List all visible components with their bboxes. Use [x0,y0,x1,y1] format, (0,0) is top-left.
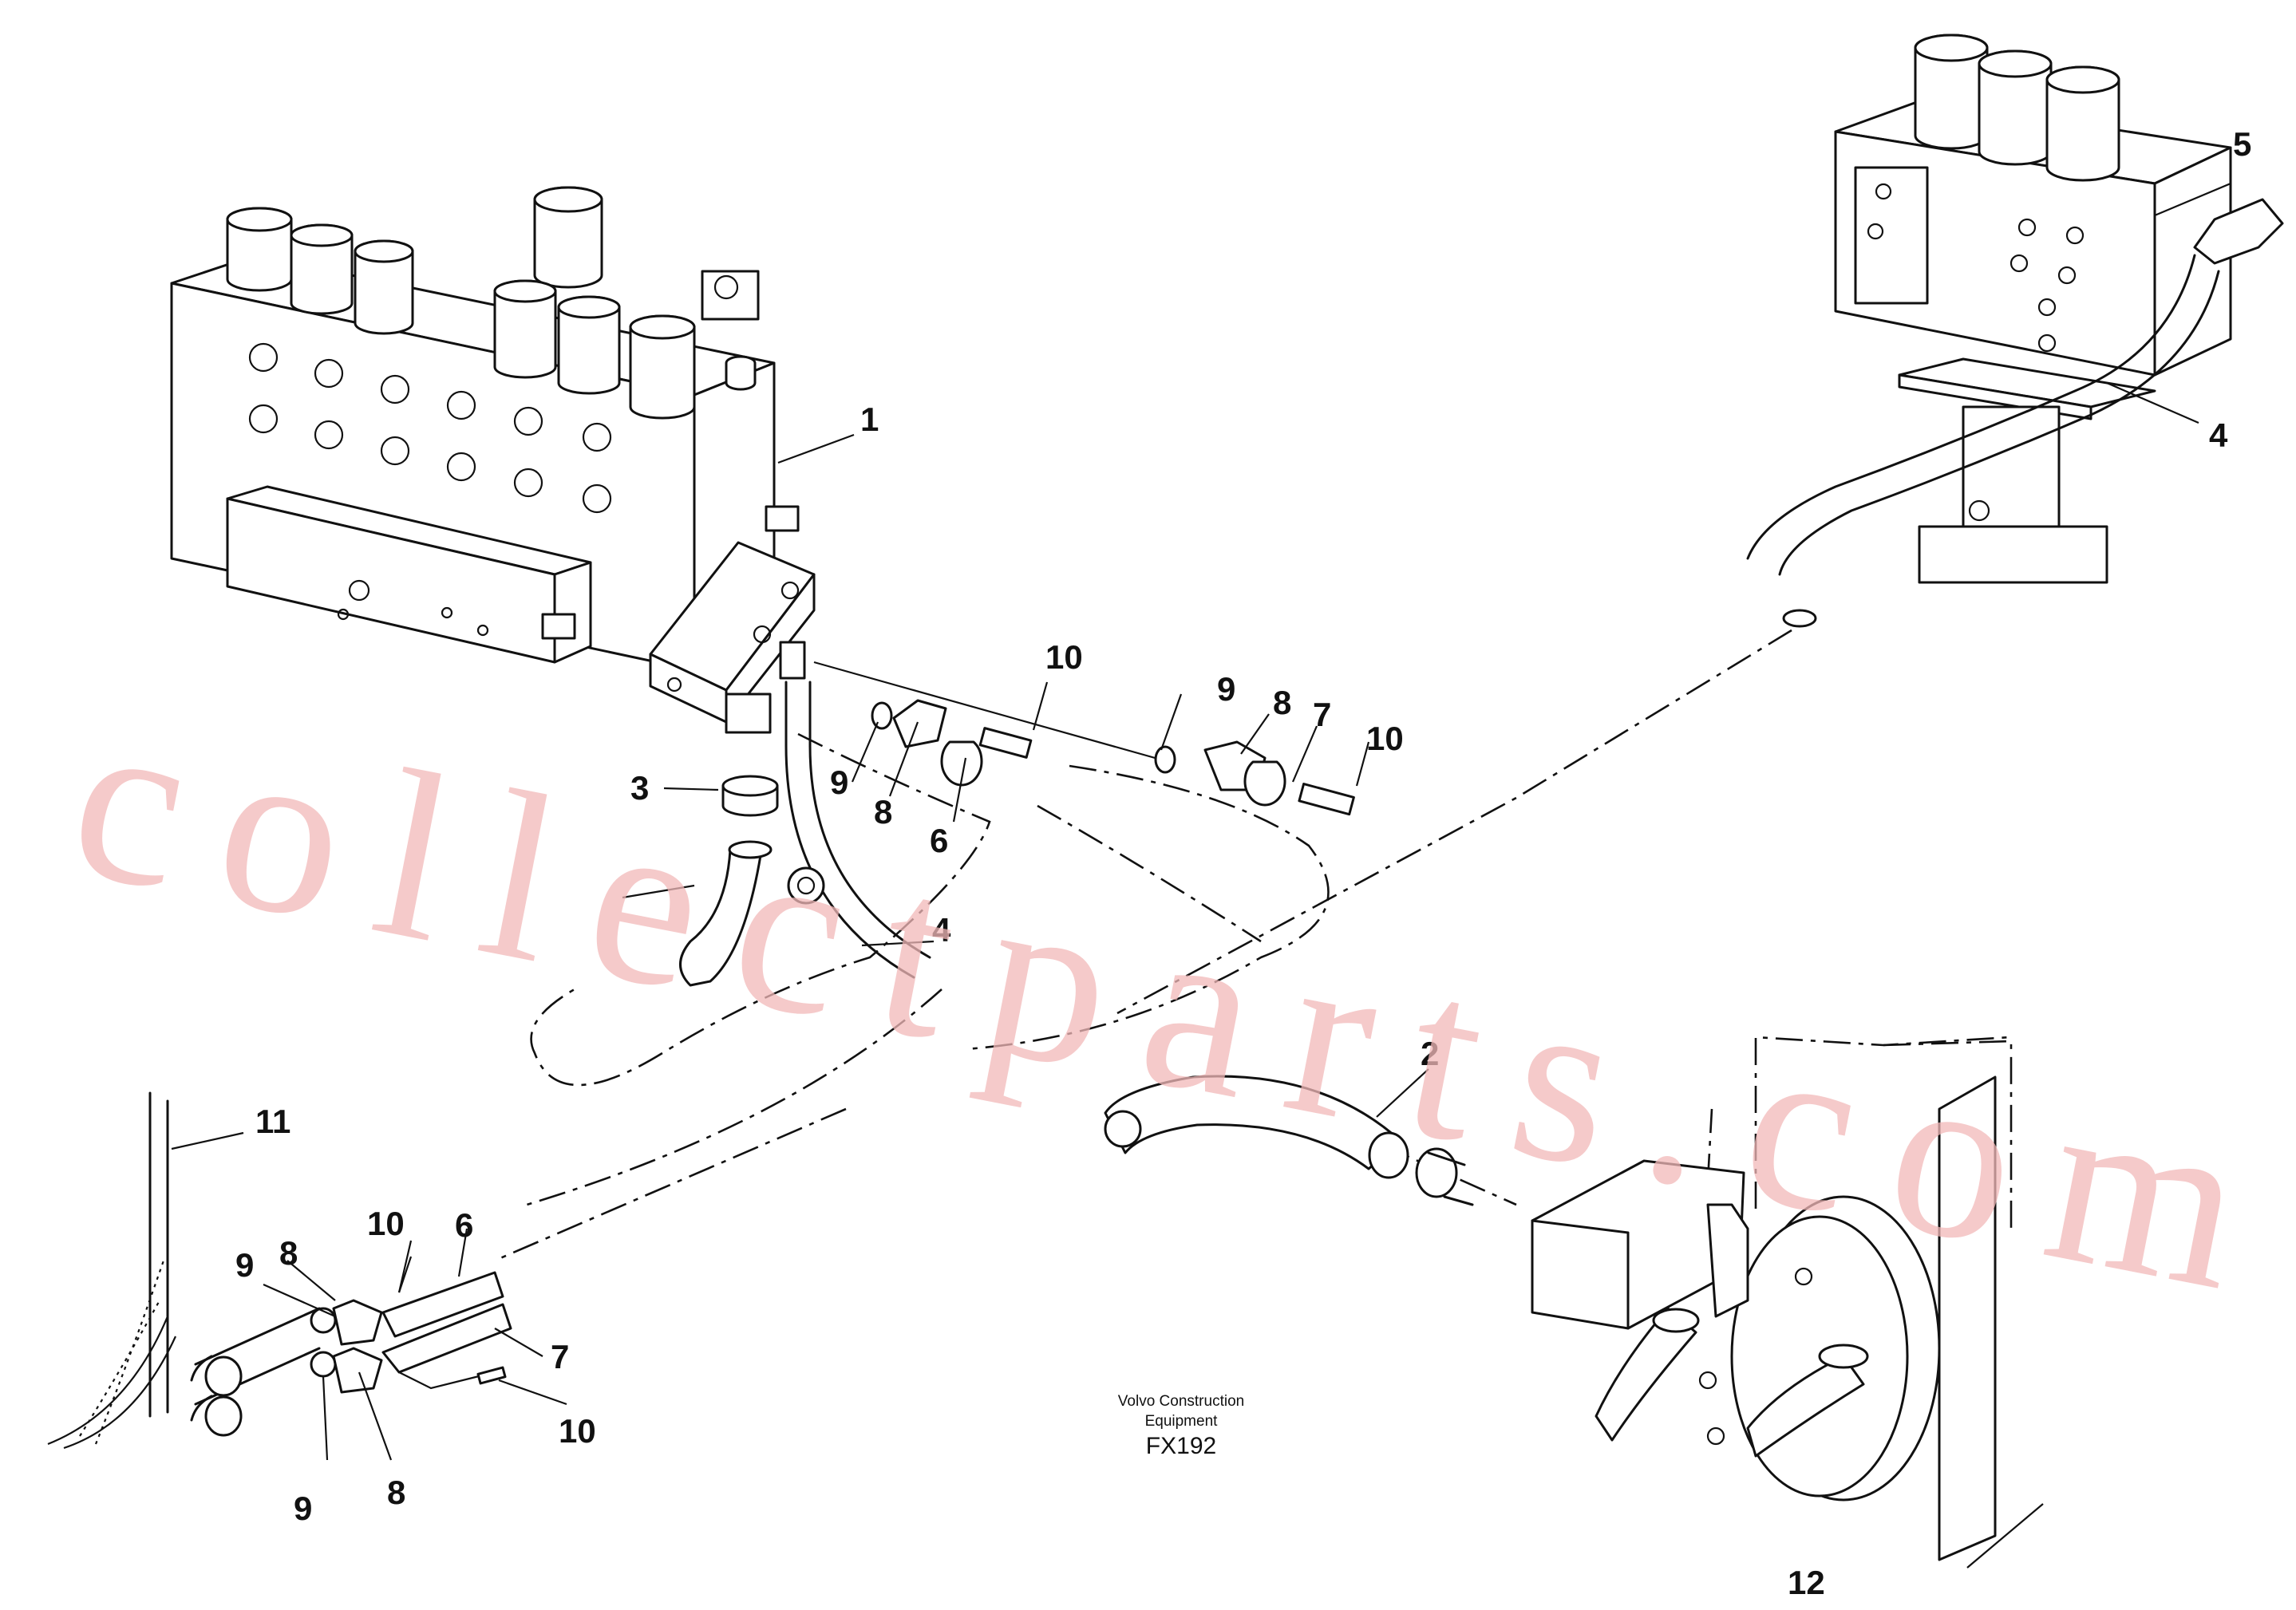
valve-ports [248,342,612,637]
callout-8-upper-b: 8 [1273,684,1291,721]
callout-8-lower-b: 8 [387,1474,405,1511]
callout-6-upper: 6 [930,822,948,859]
tank-wall-11 [47,1091,177,1450]
leader-lines [171,182,2231,1569]
callout-labels: 1 2 3 4 4 5 6 6 7 7 8 8 8 8 9 9 9 9 10 1… [235,125,2251,1601]
adapter-block [649,541,816,734]
callout-10-upper-a: 10 [1045,638,1083,676]
pilot-valve [1834,34,2284,584]
hose-4-upper [1746,254,2220,628]
callout-4-lower: 4 [932,911,951,949]
caption-line-2: Equipment [1145,1413,1219,1430]
suction-hose-2 [1104,1075,1474,1206]
callout-8-lower-a: 8 [279,1234,298,1272]
callout-2: 2 [1421,1035,1439,1072]
callout-9-upper-a: 9 [830,764,848,801]
callout-5: 5 [2233,125,2251,163]
callout-8-upper-a: 8 [874,793,892,831]
hydraulic-tank [1531,1036,2012,1561]
caption-code: FX192 [1146,1433,1216,1459]
hose-4-lower [784,681,931,979]
callout-10-upper-b: 10 [1366,720,1404,757]
callout-7-lower: 7 [551,1338,569,1375]
callout-1: 1 [860,401,879,438]
figure-caption: Volvo Construction Equipment FX192 [1118,1393,1244,1459]
control-valve-block [170,186,800,672]
elbow-hose [679,840,773,987]
hose-clamp-3 [721,775,779,817]
callout-10-lower-b: 10 [559,1412,596,1450]
callout-10-lower-a: 10 [367,1205,405,1242]
callout-7-upper: 7 [1313,696,1331,733]
callout-3: 3 [630,769,649,807]
solenoid-cartridges [226,186,760,420]
bolt-assembly-upper [813,661,1355,816]
caption-line-1: Volvo Construction [1118,1393,1244,1410]
callout-6-lower: 6 [455,1206,473,1244]
callout-9-lower-b: 9 [294,1490,312,1527]
callout-9-lower-a: 9 [235,1246,254,1284]
callout-4-upper: 4 [2209,416,2228,454]
callout-12: 12 [1788,1564,1825,1601]
callout-9-upper-b: 9 [1217,670,1235,708]
callout-11: 11 [255,1103,290,1140]
